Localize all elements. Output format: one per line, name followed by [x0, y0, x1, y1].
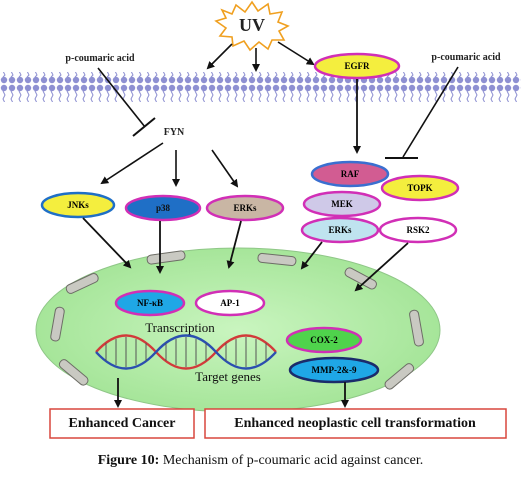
target-genes-label: Target genes — [195, 369, 261, 384]
p38-oval — [124, 194, 202, 222]
pathway-diagram: UV p-coumaric acid p-coumaric acid EGFR … — [0, 0, 521, 439]
nfkb-oval — [114, 289, 186, 317]
inhibition-line-left — [97, 67, 146, 128]
fyn-label: FYN — [164, 127, 185, 138]
transformation-label: Enhanced neoplastic cell transformation — [234, 416, 476, 431]
p38-label: p38 — [156, 203, 171, 213]
cell-body — [35, 247, 441, 413]
erks-right-oval — [300, 216, 380, 244]
rsk2-label: RSK2 — [406, 225, 430, 235]
inhibitor-left-label: p-coumaric acid — [65, 53, 135, 64]
jnks-oval — [40, 191, 116, 219]
mmp-oval — [288, 356, 380, 384]
cell-membrane-segments — [50, 250, 424, 390]
arrow-uv-left — [206, 43, 233, 70]
transformation-box — [204, 408, 507, 439]
uv-starburst-icon — [214, 0, 290, 52]
mek-oval — [302, 190, 382, 218]
egfr-label: EGFR — [344, 61, 370, 71]
arrow-fyn-jnks — [100, 142, 164, 185]
mek-label: MEK — [331, 199, 353, 209]
figure-caption: Figure 10: Mechanism of p-coumaric acid … — [0, 453, 521, 469]
caption-text: Mechanism of p-coumaric acid against can… — [162, 453, 424, 468]
topk-oval — [380, 174, 460, 202]
arrow-fyn-erks — [211, 149, 239, 188]
ap1-label: AP-1 — [220, 298, 240, 308]
inhibition-line-right — [402, 66, 459, 158]
arrow-rsk2-cell — [354, 242, 409, 292]
inhibition-bar-left — [132, 117, 156, 137]
caption-label: Figure 10: — [97, 453, 160, 468]
enhanced-cancer-label: Enhanced Cancer — [69, 416, 176, 431]
jnks-label: JNKs — [67, 200, 89, 210]
dna-helix-icon — [95, 334, 277, 370]
egfr-oval — [313, 52, 401, 80]
arrow-erks-ap1 — [226, 220, 242, 269]
inhibitor-right-label: p-coumaric acid — [431, 52, 501, 63]
erks-left-label: ERKs — [233, 203, 257, 213]
ap1-oval — [194, 289, 266, 317]
arrow-uv-right — [277, 41, 315, 66]
mmp-label: MMP-2&-9 — [312, 365, 357, 375]
arrow-jnks-nfkb — [82, 217, 132, 269]
rsk2-oval — [378, 216, 458, 244]
nfkb-label: NF-κB — [137, 298, 163, 308]
raf-label: RAF — [341, 169, 360, 179]
transcription-label: Transcription — [145, 320, 215, 335]
cox2-oval — [285, 326, 363, 354]
erks-left-oval — [205, 194, 285, 222]
erks-right-label: ERKs — [328, 225, 352, 235]
cell-membrane — [0, 72, 521, 102]
cox2-label: COX-2 — [310, 335, 338, 345]
topk-label: TOPK — [407, 183, 432, 193]
enhanced-cancer-box — [49, 408, 195, 439]
uv-label: UV — [239, 15, 265, 35]
raf-oval — [310, 160, 390, 188]
arrow-erks-right-cell — [300, 241, 323, 270]
